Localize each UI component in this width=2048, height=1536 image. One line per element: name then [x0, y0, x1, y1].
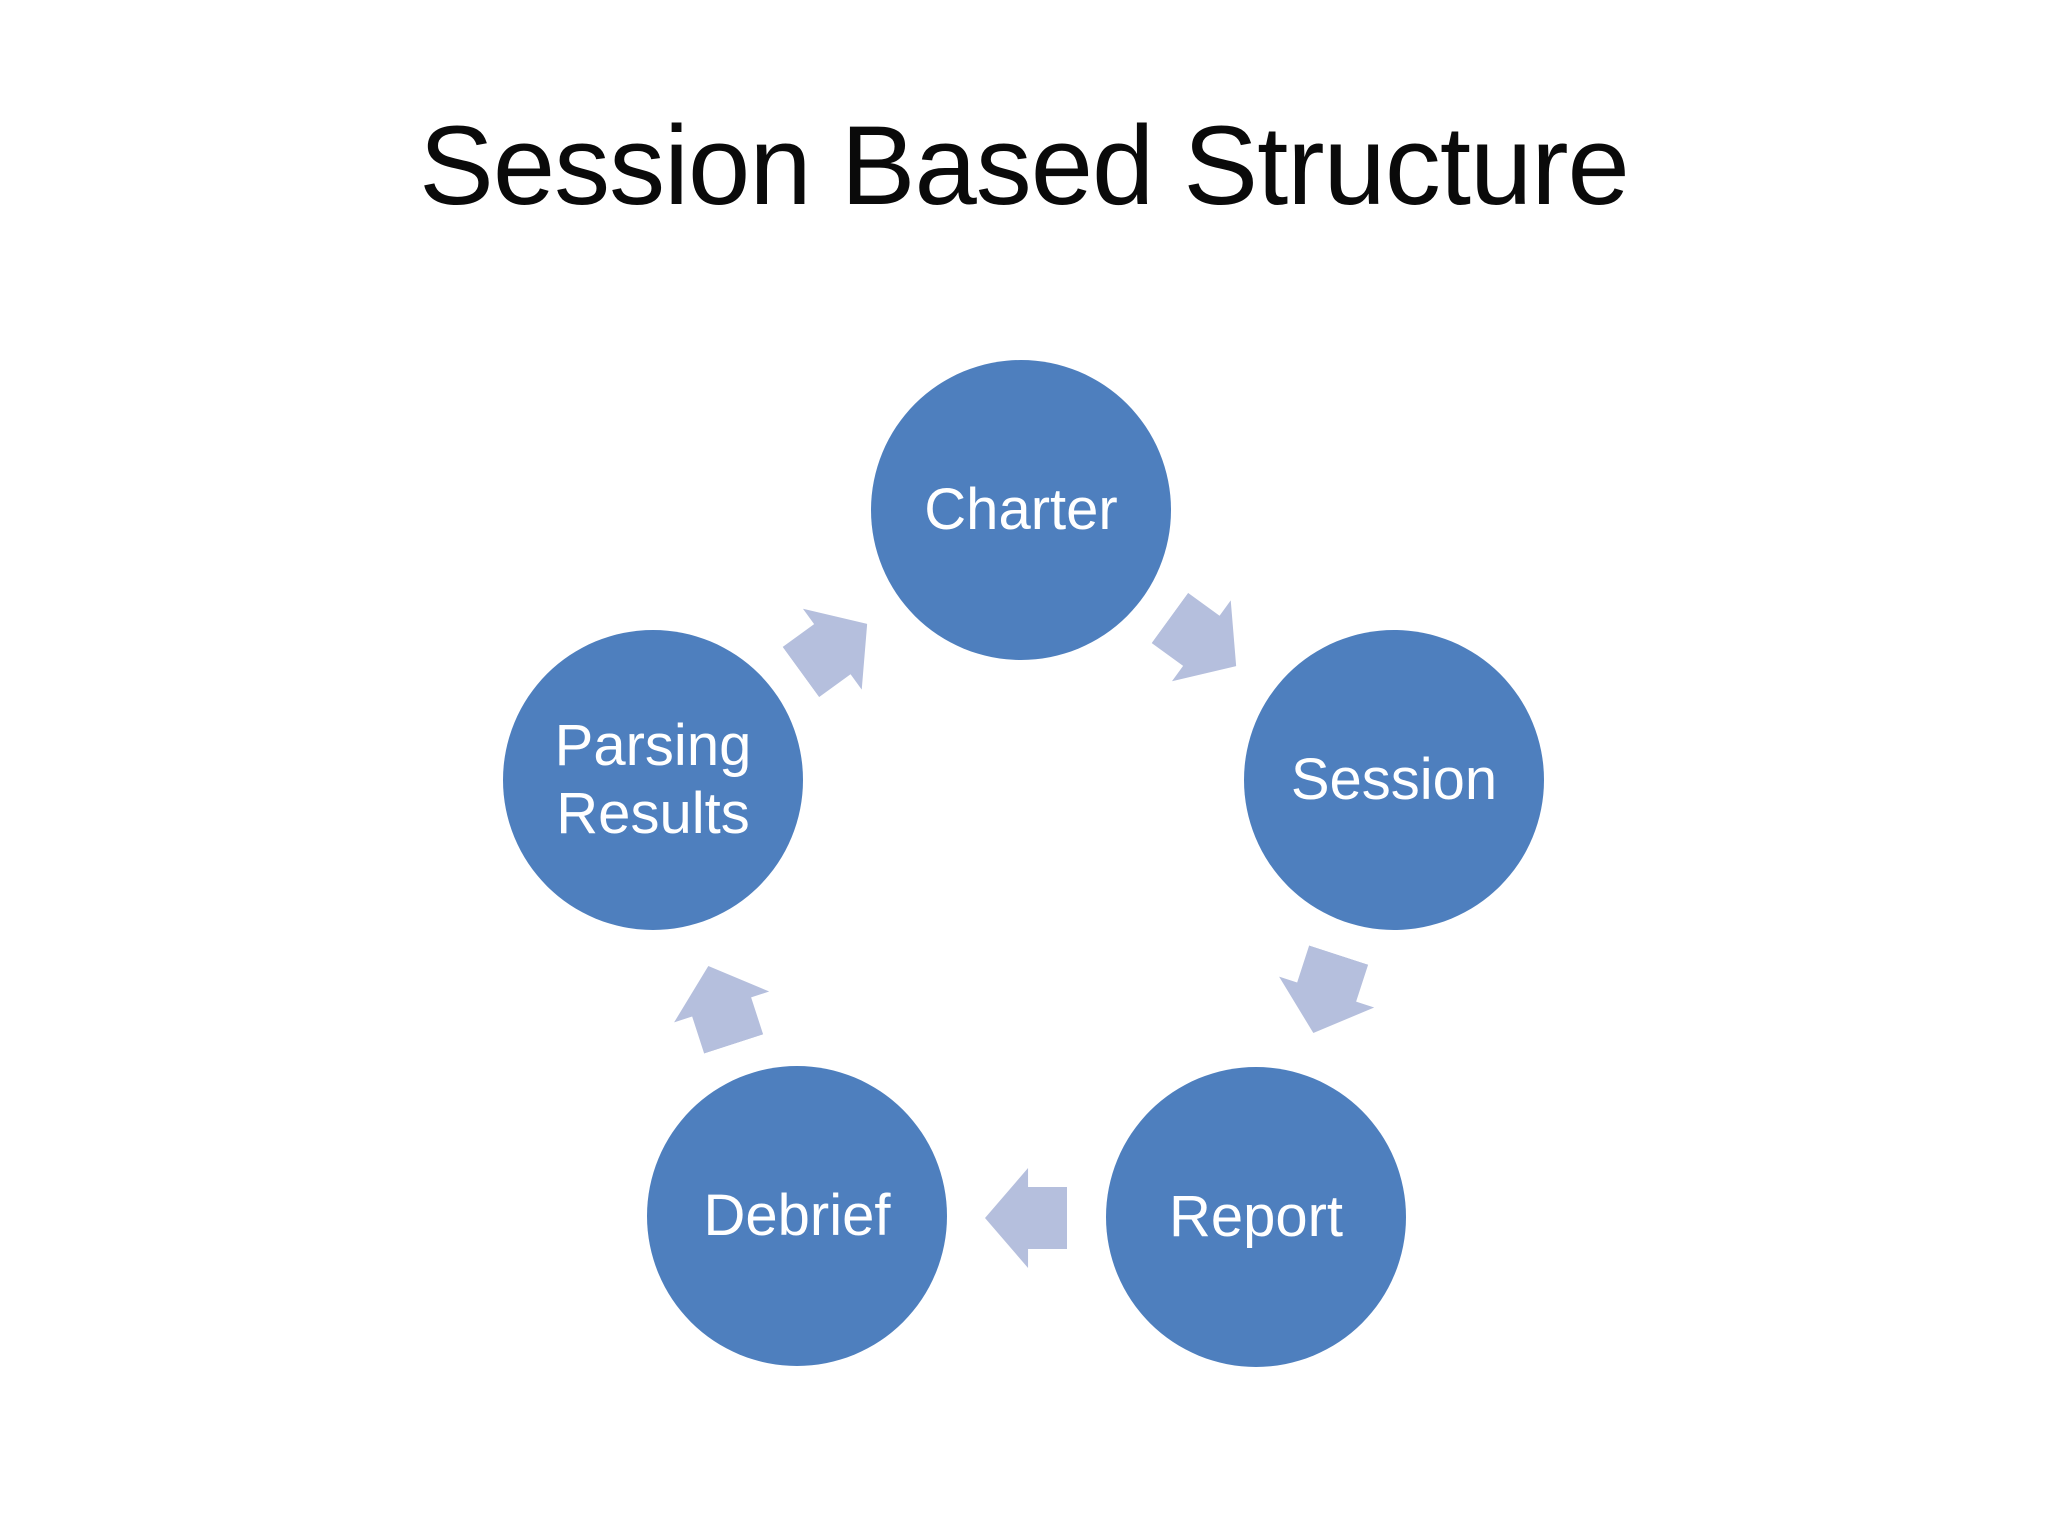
cycle-node-debrief-label: Debrief [703, 1182, 891, 1248]
cycle-node-report: Report [1106, 1067, 1406, 1367]
arrow-report-to-debrief-icon [985, 1168, 1067, 1268]
cycle-node-parsing-results-label: Parsing Results [554, 712, 752, 846]
arrow-charter-to-session-icon [1140, 577, 1265, 706]
cycle-node-session-label: Session [1290, 746, 1498, 812]
cycle-node-parsing-results: Parsing Results [503, 630, 803, 930]
cycle-node-charter: Charter [871, 360, 1171, 660]
cycle-node-debrief: Debrief [647, 1066, 947, 1366]
cycle-node-charter-label: Charter [924, 476, 1118, 542]
cycle-node-report-label: Report [1168, 1183, 1344, 1249]
arrow-session-to-report-icon [1266, 940, 1386, 1049]
arrow-debrief-to-parsing-results-icon [661, 951, 781, 1060]
cycle-node-session: Session [1244, 630, 1544, 930]
page-title: Session Based Structure [419, 103, 1630, 228]
arrow-parsing-results-to-charter-icon [771, 583, 896, 712]
